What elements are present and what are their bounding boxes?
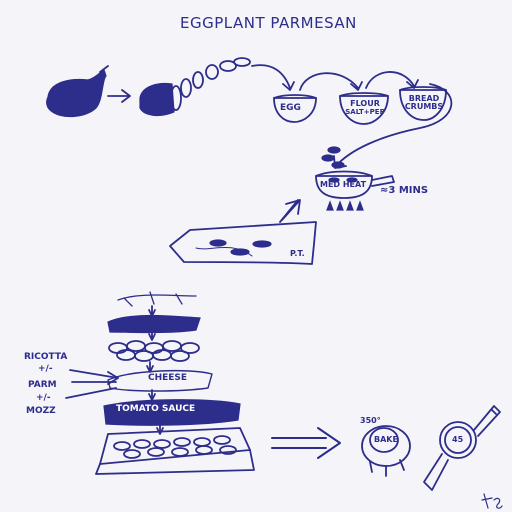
cheese-arrows — [65, 369, 119, 399]
arrow-icon — [107, 89, 131, 103]
timer-label: 45 — [452, 435, 464, 444]
breadcrumb-bowl — [399, 86, 447, 121]
flour-bowl — [339, 92, 389, 125]
ricotta-optional: +/- — [38, 364, 53, 374]
arrow-down-left-icon — [279, 199, 301, 223]
cheese-layer-label: CHEESE — [148, 373, 188, 383]
parm-optional: +/- — [36, 393, 51, 403]
arrow-right-icon — [271, 427, 341, 459]
eggplant-icon — [46, 65, 109, 118]
egg-bowl — [273, 94, 317, 123]
page-title: EGGPLANT PARMESAN — [180, 14, 357, 32]
paper-towel — [169, 221, 317, 265]
cut-eggplant-icon — [139, 57, 251, 117]
breadcrumbs-label: BREAD CRUMBS — [402, 95, 446, 111]
slices-falling — [321, 146, 345, 169]
flour-text: FLOUR — [350, 99, 380, 108]
egg-label: EGG — [280, 103, 301, 113]
oven-dial-icon — [361, 425, 411, 477]
salt-pep-text: SALT+PEP — [345, 108, 385, 116]
tomato-sauce-label: TOMATO SAUCE — [116, 404, 196, 414]
layer-stack — [103, 291, 241, 435]
bread-text: BREAD — [408, 94, 440, 103]
bake-label: BAKE — [374, 435, 398, 444]
heat-label: MED HEAT — [320, 180, 367, 189]
time-label: ≈3 MINS — [380, 185, 429, 196]
oven-temp-label: 350° — [360, 416, 381, 425]
paper-towel-label: P.T. — [290, 249, 305, 258]
mozz-label: MOZZ — [26, 406, 56, 416]
ricotta-label: RICOTTA — [24, 352, 68, 362]
baking-dish — [95, 427, 255, 475]
parm-label: PARM — [28, 380, 57, 390]
timer-icon — [423, 405, 501, 491]
crumbs-text: CRUMBS — [404, 102, 444, 111]
signature — [481, 493, 503, 509]
flour-label: FLOUR SALT+PEP — [344, 99, 386, 117]
frying-pan-icon — [315, 170, 395, 211]
